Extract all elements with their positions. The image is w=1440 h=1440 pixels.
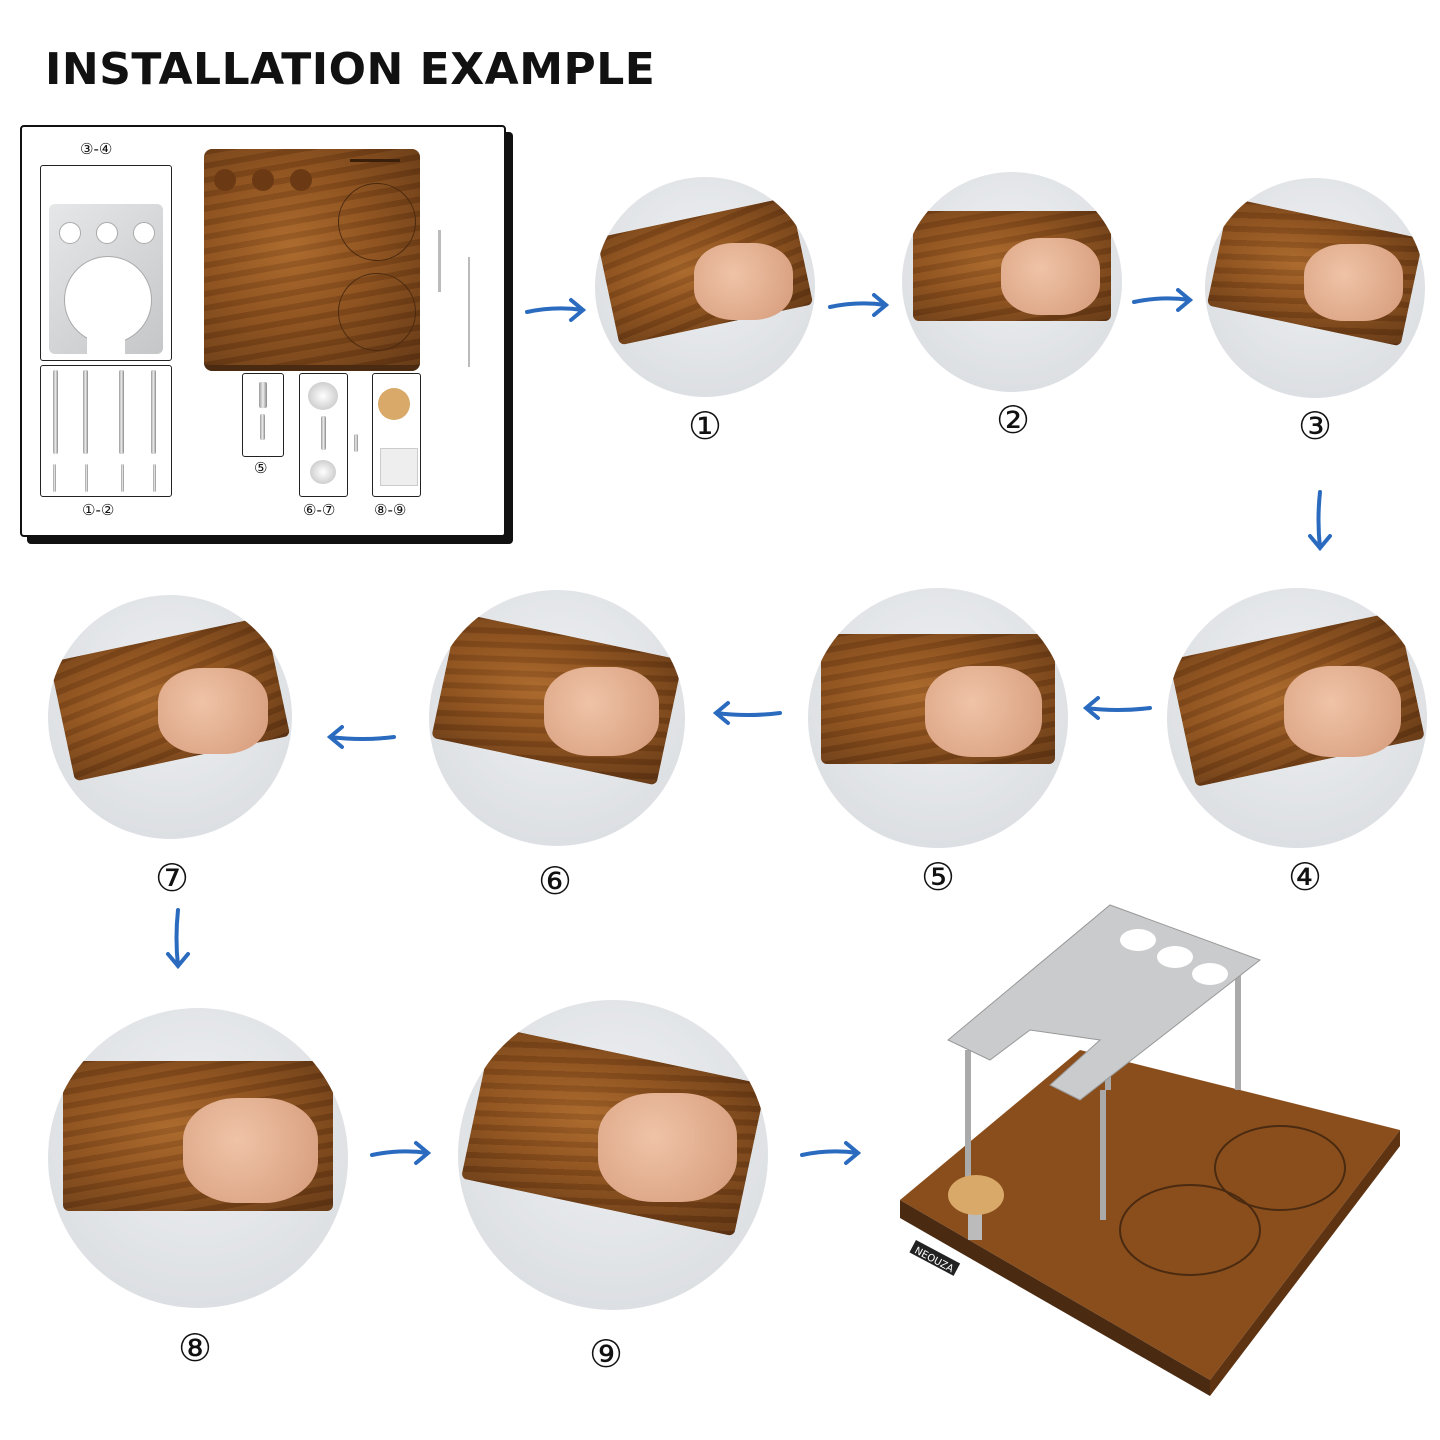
- part-6-7-box: [299, 373, 348, 497]
- step-number-5: ⑤: [920, 855, 956, 899]
- rods-parts-box: [40, 365, 172, 497]
- wooden-base-board: [204, 149, 420, 371]
- arrow-left-icon: [326, 725, 396, 749]
- arrow-down-icon: [1308, 490, 1332, 552]
- final-cork-knob: [948, 1175, 1004, 1215]
- arrow-down-icon: [166, 908, 190, 970]
- arrow-right-icon: [800, 1141, 862, 1165]
- step-photo-1: [595, 177, 815, 397]
- step-number-6: ⑥: [537, 859, 573, 903]
- step-photo-8: [48, 1008, 348, 1308]
- parts-panel: ③-④ ①-② ⑤ ⑥-⑦ ⑧-⑨: [20, 125, 506, 537]
- step-number-3: ③: [1297, 404, 1333, 448]
- hand: [544, 666, 660, 757]
- allen-key: [438, 230, 441, 292]
- step-number-1: ①: [687, 404, 723, 448]
- step-number-8: ⑧: [177, 1326, 213, 1370]
- hand: [925, 666, 1042, 757]
- step-photo-3: [1205, 178, 1425, 398]
- step-number-9: ⑨: [588, 1332, 624, 1376]
- arrow-left-icon: [712, 701, 782, 725]
- plate-parts-box: [40, 165, 172, 361]
- hand: [1304, 244, 1403, 321]
- cork-pad: [378, 388, 410, 420]
- arrow-right-icon: [828, 293, 890, 317]
- arrow-right-icon: [525, 298, 587, 322]
- step-photo-9: [458, 1000, 768, 1310]
- step-photo-5: [808, 588, 1068, 848]
- group-label-1-2: ①-②: [82, 501, 115, 519]
- step-photo-7: [48, 595, 292, 839]
- step-photo-6: [429, 590, 685, 846]
- group-label-6-7: ⑥-⑦: [303, 501, 336, 519]
- step-number-7: ⑦: [154, 856, 190, 900]
- final-assembled-product: NEOUZA: [880, 900, 1420, 1400]
- group-label-3-4: ③-④: [80, 140, 113, 158]
- step-number-2: ②: [995, 398, 1031, 442]
- hand: [1001, 238, 1100, 315]
- hand: [183, 1098, 318, 1203]
- hand: [157, 668, 268, 754]
- steel-plate: [49, 204, 163, 356]
- step-photo-4: [1167, 588, 1427, 848]
- group-label-5: ⑤: [254, 459, 268, 477]
- final-board-top: [900, 1050, 1400, 1380]
- hand: [1284, 666, 1401, 757]
- arrow-left-icon: [1082, 696, 1152, 720]
- final-board-edge: [900, 1200, 1210, 1396]
- group-label-8-9: ⑧-⑨: [374, 501, 407, 519]
- arrow-right-icon: [1132, 288, 1194, 312]
- step-photo-2: [902, 172, 1122, 392]
- part-8-9-box: [372, 373, 421, 497]
- step-number-4: ④: [1287, 855, 1323, 899]
- arrow-right-icon: [370, 1141, 432, 1165]
- final-steel-plate: [947, 904, 1262, 1101]
- page-title: INSTALLATION EXAMPLE: [45, 44, 656, 95]
- part-5-box: [242, 373, 284, 457]
- rubber-feet: [380, 448, 418, 486]
- hand: [694, 243, 793, 320]
- hand: [597, 1093, 737, 1202]
- wrench-tool: [468, 257, 470, 367]
